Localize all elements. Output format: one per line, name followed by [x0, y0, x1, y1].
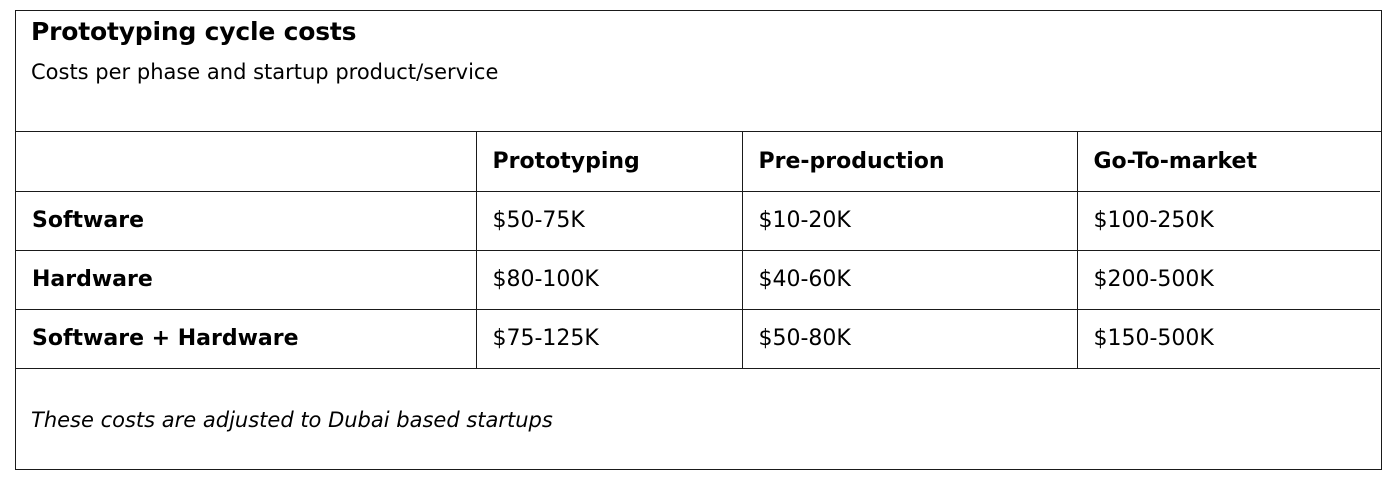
row-label-hardware: Hardware	[16, 250, 477, 310]
table-header-section: Prototyping cycle costs Costs per phase …	[16, 11, 1381, 132]
row-label-software: Software	[16, 191, 477, 251]
table-cell: $50-75K	[476, 191, 743, 251]
column-header-go-to-market: Go-To-market	[1077, 132, 1380, 192]
document-subtitle: Costs per phase and startup product/serv…	[31, 60, 499, 84]
row-label-software-hardware: Software + Hardware	[16, 309, 477, 369]
footnote: These costs are adjusted to Dubai based …	[31, 408, 553, 432]
table-cell: $50-80K	[742, 309, 1078, 369]
table-cell: $40-60K	[742, 250, 1078, 310]
column-header-pre-production: Pre-production	[742, 132, 1078, 192]
table-cell: $75-125K	[476, 309, 743, 369]
table-row: Hardware $80-100K $40-60K $200-500K	[16, 250, 1380, 310]
column-header-empty	[16, 132, 477, 192]
table-cell: $200-500K	[1077, 250, 1380, 310]
table-cell: $10-20K	[742, 191, 1078, 251]
table-header-row: Prototyping Pre-production Go-To-market	[16, 132, 1380, 192]
table-cell: $150-500K	[1077, 309, 1380, 369]
cost-table: Prototyping Pre-production Go-To-market …	[16, 132, 1380, 369]
cost-table-frame: Prototyping cycle costs Costs per phase …	[15, 10, 1382, 470]
table-cell: $80-100K	[476, 250, 743, 310]
table-row: Software $50-75K $10-20K $100-250K	[16, 191, 1380, 251]
document-title: Prototyping cycle costs	[31, 17, 357, 46]
table-row: Software + Hardware $75-125K $50-80K $15…	[16, 309, 1380, 369]
table-cell: $100-250K	[1077, 191, 1380, 251]
column-header-prototyping: Prototyping	[476, 132, 743, 192]
